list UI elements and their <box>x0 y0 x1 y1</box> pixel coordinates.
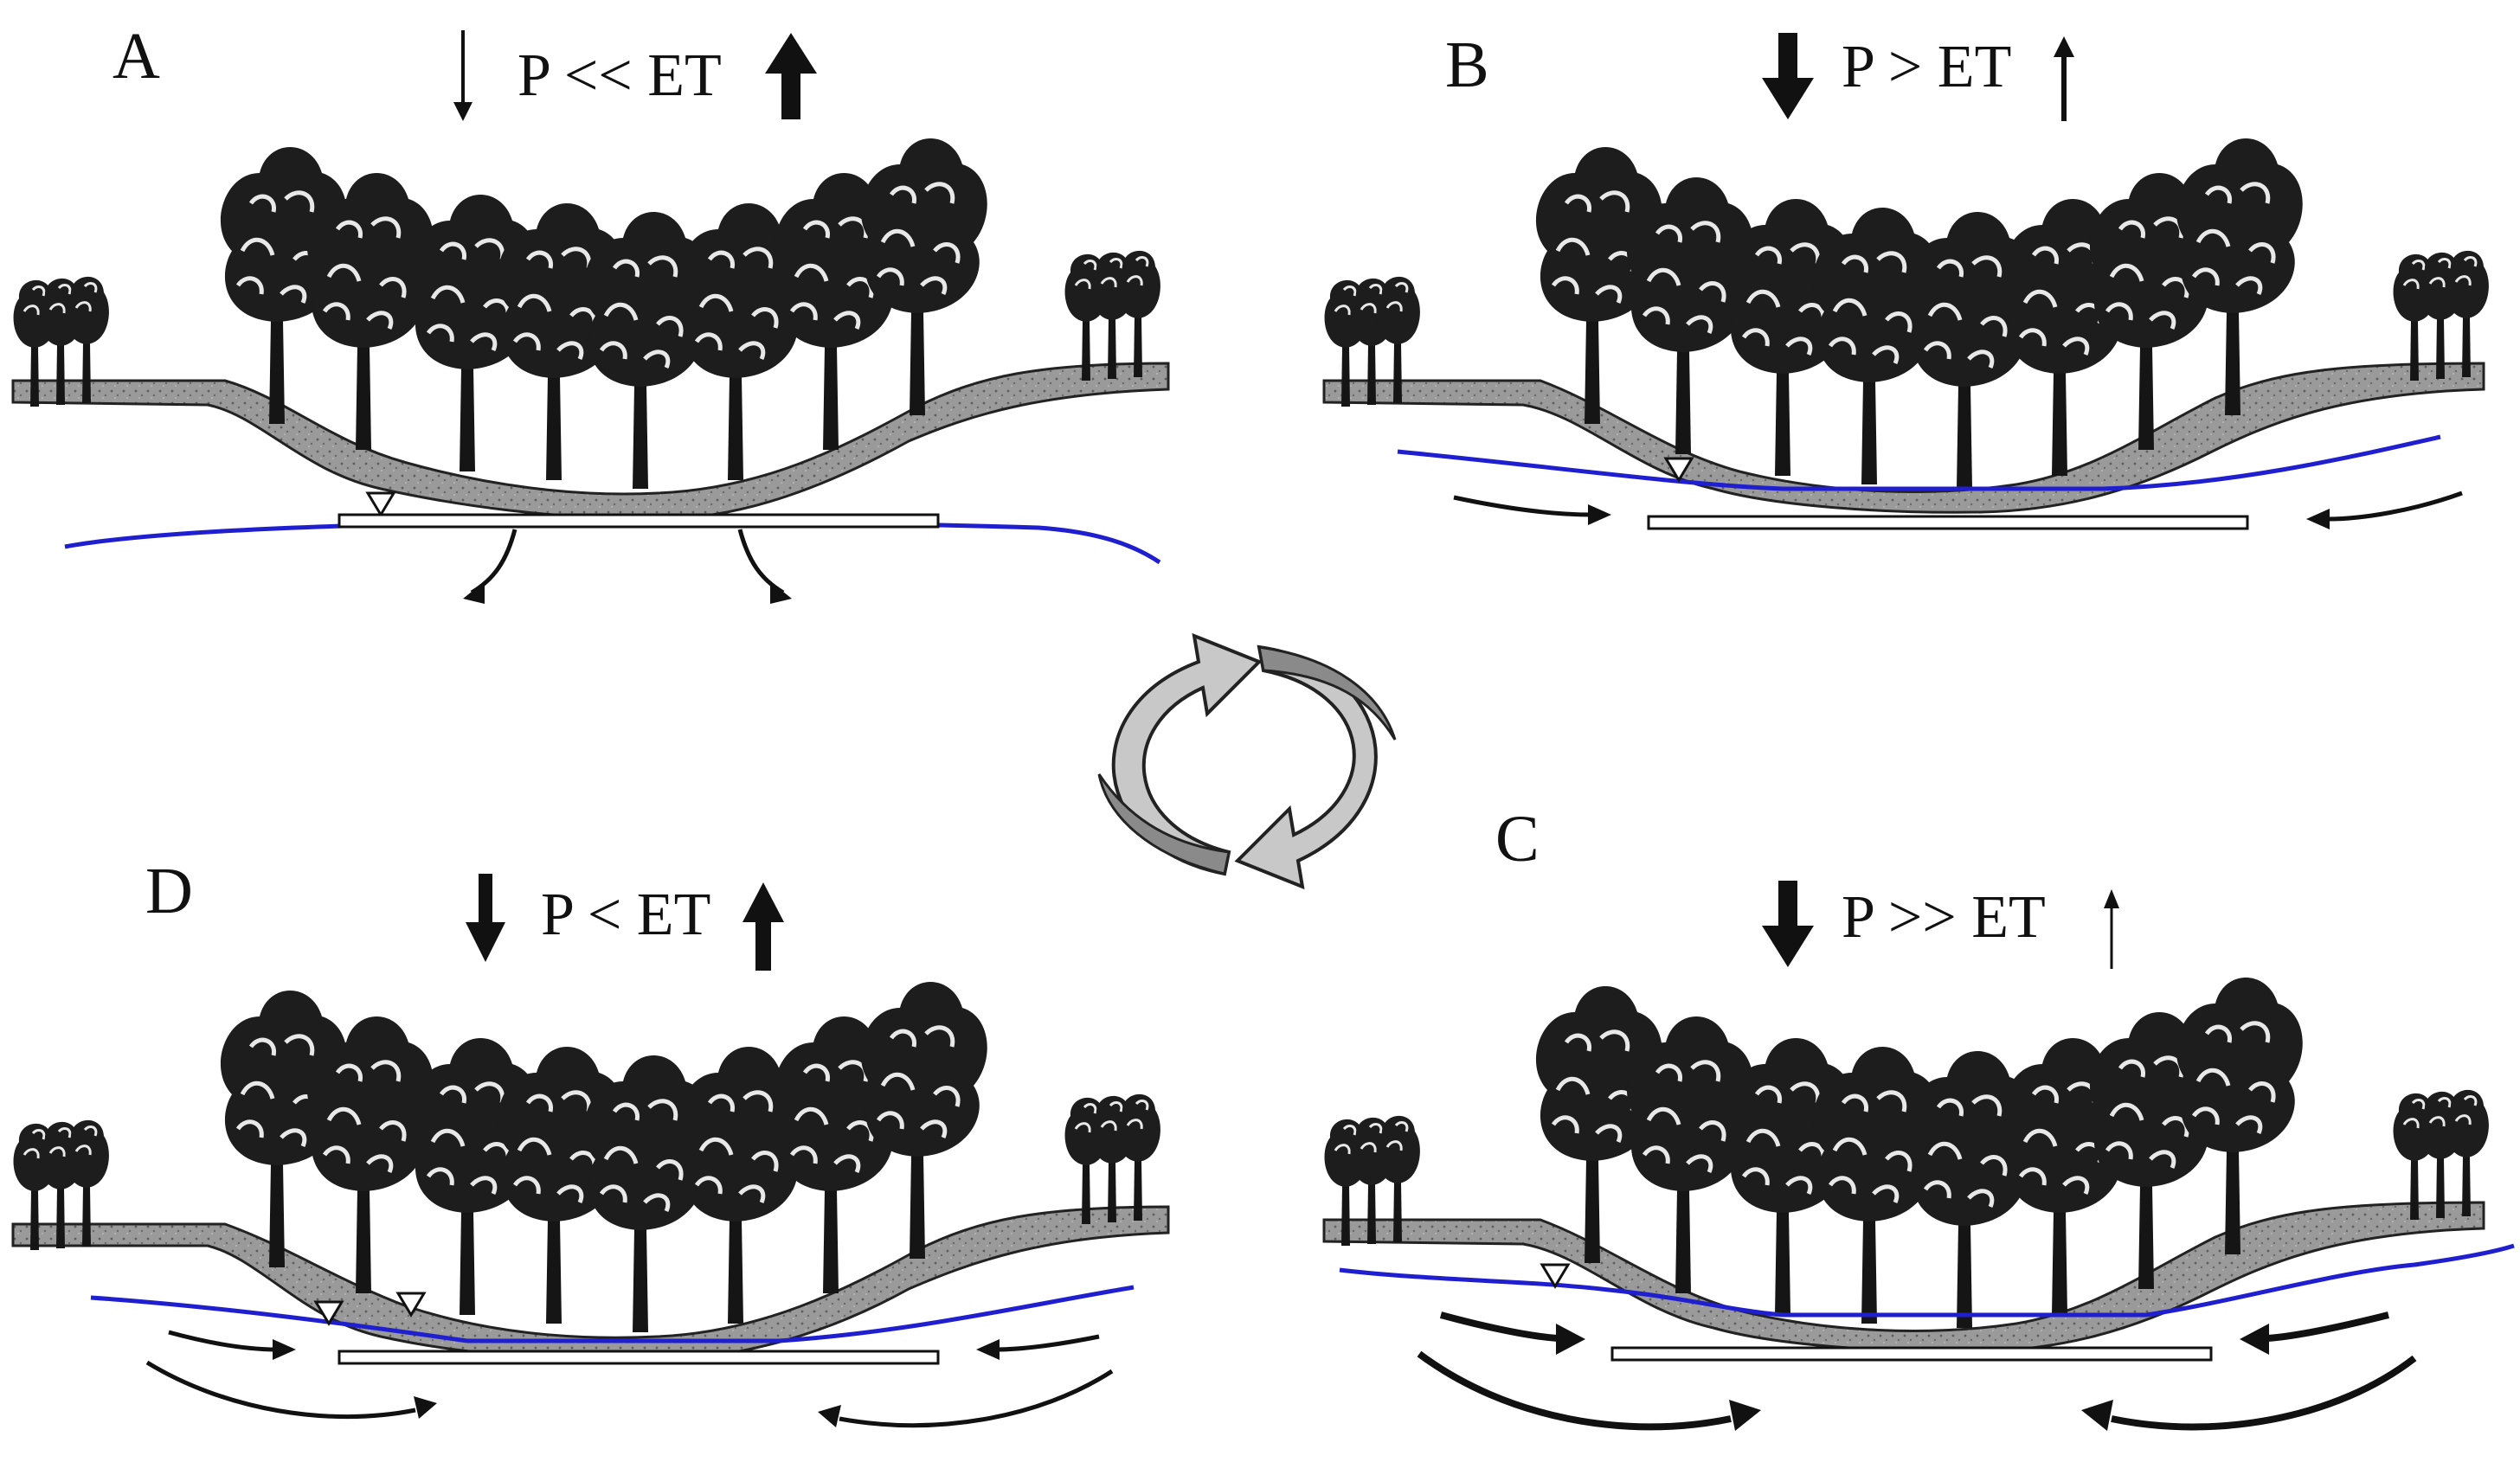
panel-a-relation: P << ET <box>518 42 722 109</box>
clay-lens <box>338 513 940 529</box>
panel-c: C P >> ET <box>1322 803 2515 1431</box>
inflow-arrows <box>1453 491 2463 529</box>
forest-canopy <box>12 982 1162 1332</box>
water-table-marker-icon <box>365 491 396 517</box>
water-table-marker-icon <box>313 1300 344 1326</box>
panel-b-letter: B <box>1445 29 1489 101</box>
inflow-arrows <box>1417 1311 2417 1431</box>
water-table-marker-icon <box>1540 1263 1571 1289</box>
forest-canopy <box>12 138 1162 489</box>
evapotranspiration-arrow-icon <box>2104 889 2119 969</box>
soil-layer <box>1322 362 2485 514</box>
panel-d-relation: P < ET <box>541 882 710 948</box>
water-table-line <box>1339 1243 2515 1318</box>
panel-d: D P < ET <box>11 855 1170 1428</box>
soil-layer <box>1322 1201 2485 1353</box>
panel-c-letter: C <box>1495 803 1540 875</box>
soil-layer <box>11 362 1170 521</box>
water-table-marker-icon <box>1663 457 1694 483</box>
water-table-marker-icon <box>395 1292 427 1318</box>
panel-d-letter: D <box>145 855 193 927</box>
clay-lens <box>1647 515 2249 530</box>
precipitation-arrow-icon <box>466 874 505 962</box>
water-table-line <box>1397 434 2441 491</box>
cycle-arrows-icon <box>1097 632 1397 890</box>
inflow-arrows <box>145 1330 1114 1428</box>
evapotranspiration-arrow-icon <box>2054 36 2074 121</box>
evapotranspiration-arrow-icon <box>742 882 784 971</box>
precipitation-arrow-icon <box>1762 881 1814 967</box>
precipitation-arrow-icon <box>1762 33 1814 119</box>
clay-lens <box>338 1350 940 1365</box>
panel-b-relation: P > ET <box>1842 34 2011 100</box>
forest-canopy <box>1323 138 2491 489</box>
panel-c-relation: P >> ET <box>1842 884 2046 951</box>
clay-lens <box>1610 1346 2213 1362</box>
water-table-line <box>90 1285 1135 1343</box>
panel-a: A P << ET <box>11 20 1170 604</box>
seepage-arrows <box>463 529 792 604</box>
panel-b: B P > ET <box>1322 29 2491 530</box>
evapotranspiration-arrow-icon <box>765 33 817 119</box>
forest-canopy <box>1323 978 2491 1328</box>
panel-a-letter: A <box>112 20 160 93</box>
precipitation-arrow-icon <box>453 30 472 121</box>
